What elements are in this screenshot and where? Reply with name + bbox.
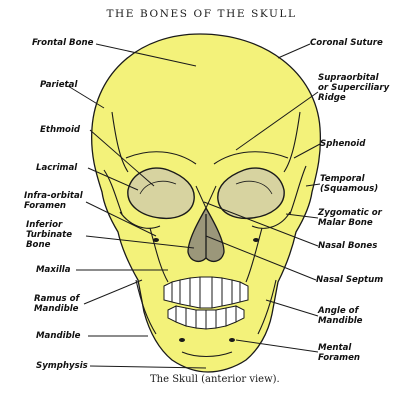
label-lacrimal: Lacrimal	[36, 163, 77, 173]
upper-teeth	[164, 277, 248, 308]
label-infra-orbital-foramen: Infra-orbital Foramen	[24, 191, 83, 211]
label-temporal: Temporal (Squamous)	[320, 174, 378, 194]
label-ethmoid: Ethmoid	[40, 125, 80, 135]
label-mandible: Mandible	[36, 331, 81, 341]
label-parietal: Parietal	[40, 80, 77, 90]
label-coronal-suture: Coronal Suture	[310, 38, 383, 48]
label-frontal-bone: Frontal Bone	[32, 38, 93, 48]
label-inferior-turbinate-bone: Inferior Turbinate Bone	[26, 220, 72, 250]
figure-caption: The Skull (anterior view).	[150, 374, 350, 385]
label-mental-foramen: Mental Foramen	[318, 343, 360, 363]
label-symphysis: Symphysis	[36, 361, 88, 371]
label-nasal-septum: Nasal Septum	[316, 275, 383, 285]
label-ramus-of-mandible: Ramus of Mandible	[34, 294, 79, 314]
diagram-title: THE BONES OF THE SKULL	[0, 8, 403, 20]
label-maxilla: Maxilla	[36, 265, 71, 275]
label-nasal-bones: Nasal Bones	[318, 241, 377, 251]
label-supraorbital-ridge: Supraorbital or Superciliary Ridge	[318, 73, 389, 103]
label-zygomatic: Zygomatic or Malar Bone	[318, 208, 382, 228]
label-angle-of-mandible: Angle of Mandible	[318, 306, 363, 326]
label-sphenoid: Sphenoid	[320, 139, 365, 149]
